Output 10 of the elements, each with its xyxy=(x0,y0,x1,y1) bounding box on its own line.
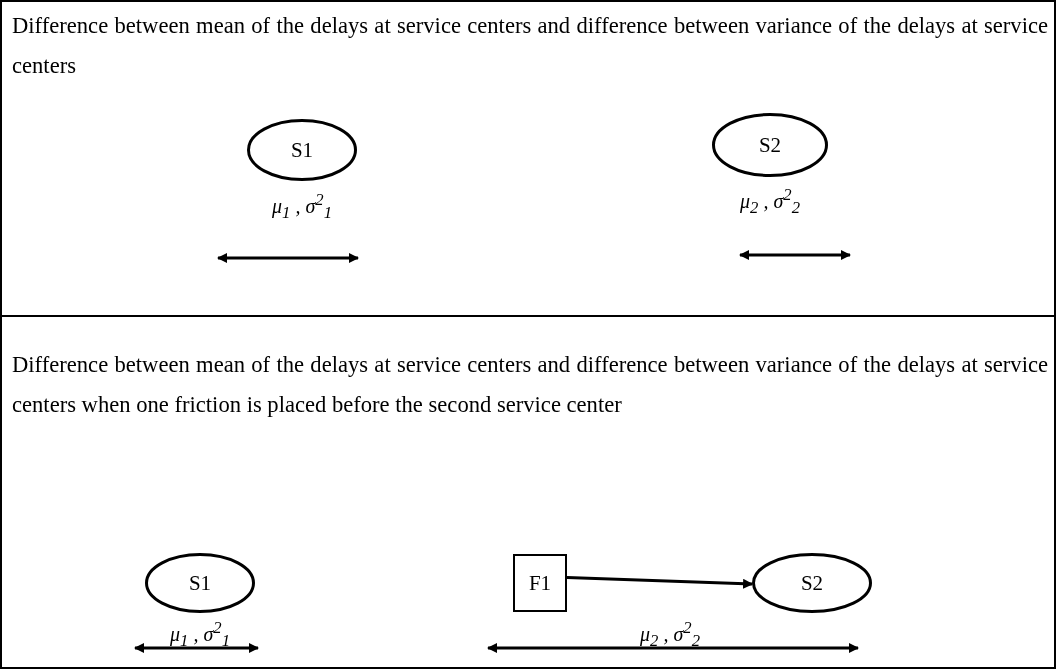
arrow xyxy=(566,576,754,589)
friction-box: F1 xyxy=(513,554,567,612)
heading-text: Difference between mean of the delays at service centers and difference between variance of the delays at service centers when one friction is placed before the second service center xyxy=(12,351,1048,419)
service-center-ellipse: S2 xyxy=(752,553,872,613)
panel xyxy=(0,0,1056,317)
service-center-ellipse: S2 xyxy=(712,113,828,177)
service-center-ellipse: S1 xyxy=(247,119,357,181)
service-center-ellipse: S1 xyxy=(145,553,255,613)
heading-text: Difference between mean of the delays at service centers and difference between variance of the delays at service centers xyxy=(12,12,1048,80)
panel xyxy=(0,315,1056,669)
